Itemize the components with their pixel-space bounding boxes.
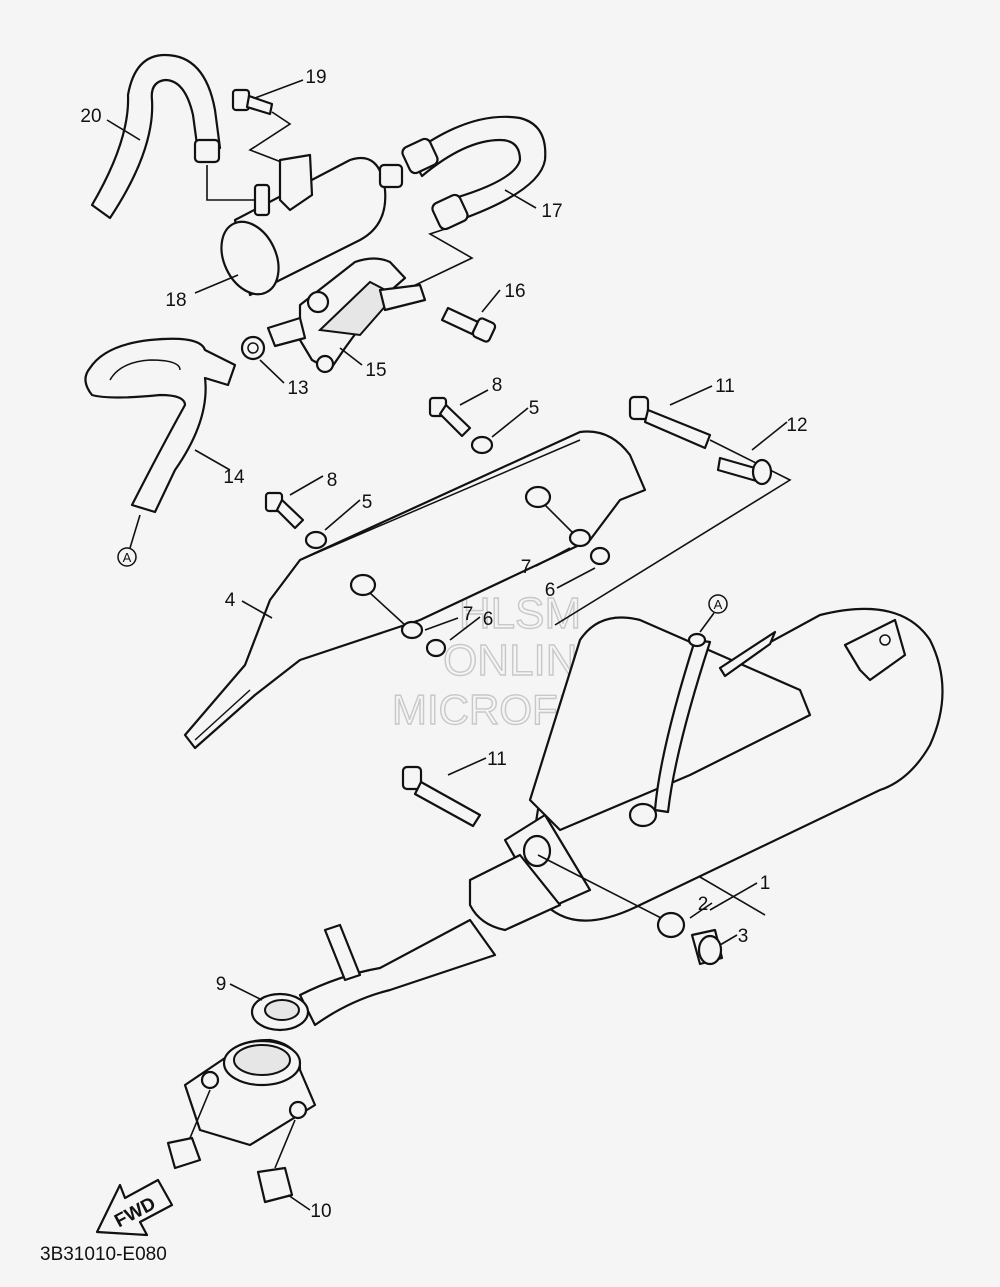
svg-text:A: A <box>123 550 132 565</box>
callout-1: 1 <box>760 873 771 894</box>
bush-3[interactable] <box>690 928 724 966</box>
fuel-pump-15[interactable] <box>266 257 427 374</box>
bolt-19[interactable] <box>231 88 303 171</box>
callout-6-upper: 6 <box>545 580 556 601</box>
muffler-1[interactable] <box>468 607 944 932</box>
exhaust-pipe[interactable] <box>183 918 497 1147</box>
collar-7-lower[interactable] <box>349 573 424 640</box>
clip-13[interactable] <box>240 335 266 361</box>
hose-14[interactable] <box>84 337 237 549</box>
bolt-8-lower[interactable] <box>264 491 305 530</box>
collar-12[interactable] <box>716 456 773 486</box>
callout-leaders <box>106 79 788 1211</box>
nut-10-right[interactable] <box>256 1119 296 1204</box>
callout-11-lower: 11 <box>487 749 507 770</box>
spacer-6-lower[interactable] <box>425 638 447 658</box>
nut-10-left[interactable] <box>166 1089 211 1170</box>
callout-4: 4 <box>225 590 236 611</box>
washer-5-lower[interactable] <box>304 530 328 550</box>
collar-2[interactable] <box>656 911 686 939</box>
callout-5-upper: 5 <box>529 398 540 419</box>
ref-marker-a-right: A <box>699 594 728 633</box>
callout-19: 19 <box>305 67 326 88</box>
hose-17[interactable] <box>400 115 547 291</box>
callout-8-upper: 8 <box>492 375 503 396</box>
diagram-code: 3B31010-E080 <box>40 1244 167 1265</box>
callout-8-lower: 8 <box>327 470 338 491</box>
callout-15: 15 <box>365 360 386 381</box>
svg-text:A: A <box>714 597 723 612</box>
fwd-arrow: FWD <box>95 1178 174 1237</box>
spacer-6-upper[interactable] <box>589 546 611 566</box>
collar-7-upper[interactable] <box>524 485 592 548</box>
bolt-11-upper[interactable] <box>554 395 792 626</box>
callout-20: 20 <box>80 106 101 127</box>
washer-5-upper[interactable] <box>470 435 494 455</box>
callout-13: 13 <box>287 378 308 399</box>
callout-17: 17 <box>541 201 562 222</box>
callout-14: 14 <box>223 467 245 488</box>
callout-9: 9 <box>216 974 227 995</box>
bolt-8-upper[interactable] <box>428 396 472 438</box>
callout-5-lower: 5 <box>362 492 373 513</box>
callout-11-upper: 11 <box>715 376 735 397</box>
callout-18: 18 <box>165 290 186 311</box>
callout-16: 16 <box>504 281 525 302</box>
callout-6-lower: 6 <box>483 609 494 630</box>
callout-7-upper: 7 <box>521 557 532 578</box>
callout-7-lower: 7 <box>463 604 474 625</box>
hose-20[interactable] <box>90 53 262 220</box>
callout-labels: 20 19 17 18 16 15 13 14 8 5 11 12 8 5 7 … <box>80 67 807 1222</box>
ref-marker-a-left: A <box>117 547 137 567</box>
heat-shield-4[interactable] <box>183 430 647 750</box>
callout-2: 2 <box>698 894 709 915</box>
watermark-line-1: HLSM <box>459 589 581 638</box>
callout-10: 10 <box>310 1201 331 1222</box>
callout-12: 12 <box>786 415 807 436</box>
callout-3: 3 <box>738 926 749 947</box>
bolt-16[interactable] <box>440 306 497 343</box>
gasket-9[interactable] <box>250 992 310 1032</box>
bolt-11-lower[interactable] <box>401 765 482 828</box>
